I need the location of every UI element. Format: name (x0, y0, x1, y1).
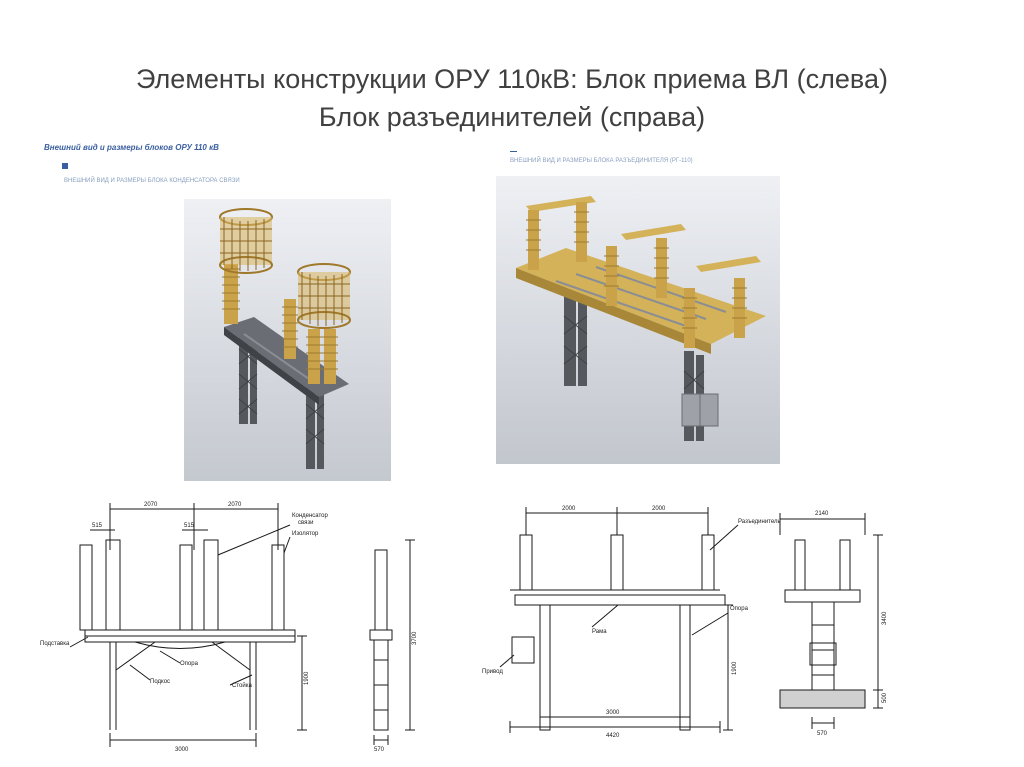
left-technical-drawing: 2070 2070 515 515 3000 1900 3700 570 Кон… (40, 502, 418, 753)
dim-3000: 3000 (175, 747, 189, 753)
dim-2140: 2140 (815, 511, 829, 517)
label-privod: Привод (482, 669, 503, 675)
dim-1900: 1900 (304, 671, 310, 685)
dim-515-left: 515 (92, 523, 103, 529)
coupling-capacitor-cage-left (219, 208, 273, 274)
dim-4420: 4420 (606, 733, 620, 739)
right-block-header: ВНЕШНИЙ ВИД И РАЗМЕРЫ БЛОКА РАЗЪЕДИНИТЕЛ… (510, 158, 693, 164)
slide-title-line-2: Блок разъединителей (справа) (318, 102, 706, 132)
label-capacitor-1: Конденсатор (292, 513, 329, 519)
coupling-capacitor-cage-right (297, 263, 351, 329)
dim-3700: 3700 (412, 631, 418, 645)
label-podkos: Подкос (150, 679, 170, 685)
dim-3000: 3000 (606, 710, 620, 716)
dim-500: 500 (882, 692, 888, 703)
left-block-subheader: ВНЕШНИЙ ВИД И РАЗМЕРЫ БЛОКА КОНДЕНСАТОРА… (64, 178, 240, 184)
dim-2070-left: 2070 (144, 502, 158, 508)
dim-515-right: 515 (184, 523, 195, 529)
right-technical-drawing: 2000 2000 3000 4420 1900 3400 500 2140 5… (482, 506, 888, 739)
label-stoyka: Стойка (232, 682, 252, 689)
right-dash-icon (510, 151, 517, 152)
dim-570: 570 (374, 747, 385, 753)
label-podstavka: Подставка (40, 641, 70, 647)
label-opora: Опора (180, 661, 199, 667)
slide-title: Элементы конструкции ОРУ 110кВ: Блок при… (0, 60, 1024, 136)
label-capacitor-2: связи (298, 520, 313, 526)
dim-2000-right: 2000 (652, 506, 666, 512)
dim-570: 570 (817, 731, 828, 737)
dim-1900: 1900 (732, 661, 738, 675)
left-bullet-icon (62, 163, 68, 169)
label-rama: Рама (592, 629, 607, 635)
support-legs (239, 329, 324, 469)
label-razedinitel: Разъединитель (738, 519, 781, 525)
left-block-3d-render (184, 199, 391, 481)
label-insulator: Изолятор (292, 531, 319, 537)
dim-3400: 3400 (882, 611, 888, 625)
left-block-header: Внешний вид и размеры блоков ОРУ 110 кВ (44, 143, 219, 152)
label-opora: Опора (730, 606, 749, 612)
dim-2000-left: 2000 (562, 506, 576, 512)
dim-2070-right: 2070 (228, 502, 242, 508)
slide-title-line-1: Элементы конструкции ОРУ 110кВ: Блок при… (136, 64, 888, 94)
right-block-3d-render (496, 176, 780, 464)
